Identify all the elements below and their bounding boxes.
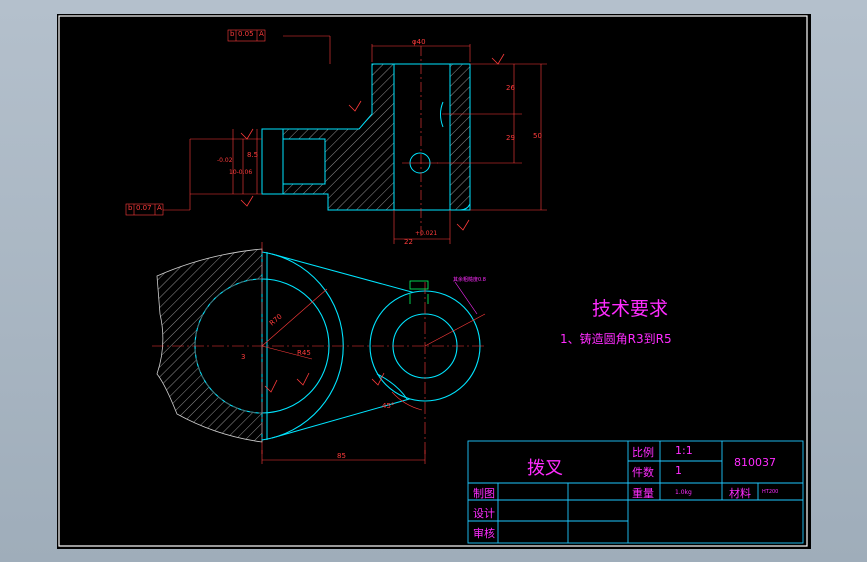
tolerance-top-symbol: b	[230, 30, 235, 38]
dim-right-1: 26	[506, 84, 515, 92]
tolerance-top-datum: A	[259, 30, 264, 38]
dim-plan-center: 3	[241, 353, 246, 361]
tolerance-left-value: 0.07	[136, 204, 152, 212]
count-label: 件数	[632, 466, 654, 479]
drawn-label: 制图	[473, 487, 495, 500]
material-value: HT200	[762, 489, 779, 495]
drawing-number: 810037	[734, 456, 776, 469]
dim-top-width: φ40	[412, 38, 426, 46]
weight-value: 1.0kg	[675, 489, 692, 496]
hatched-body-left	[282, 63, 395, 211]
design-label: 设计	[473, 507, 495, 520]
dim-left-3: 10-0.06	[229, 169, 253, 176]
dim-right-2: 29	[506, 134, 515, 142]
review-label: 审核	[473, 527, 495, 540]
roughness-note: 其余粗糙度0.8	[453, 277, 486, 283]
tolerance-left-datum: A	[157, 204, 162, 212]
tolerance-left-symbol: b	[128, 204, 133, 212]
dim-left-2: -0.02	[217, 157, 233, 164]
dim-bottom-width: 22	[404, 238, 413, 246]
drawing-sheet: φ40 26 29 50 22 +0.021 8.5 -0.02 10-0.06…	[57, 14, 811, 549]
material-label: 材料	[729, 487, 751, 500]
dim-bottom-tol: +0.021	[415, 230, 438, 237]
tolerance-top-value: 0.05	[238, 30, 254, 38]
weight-label: 重量	[632, 487, 654, 500]
plan-view	[152, 242, 487, 464]
dim-plan-inner: R45	[297, 349, 311, 357]
scale-label: 比例	[632, 446, 654, 459]
drawing-canvas	[58, 15, 808, 547]
scale-value: 1:1	[675, 444, 693, 457]
sheet-border	[58, 15, 808, 547]
tech-req-item-1: 1、铸造圆角R3到R5	[560, 332, 672, 346]
dim-plan-angle: 45°	[382, 402, 395, 410]
section-view	[125, 29, 547, 244]
dim-plan-length: 85	[337, 452, 346, 460]
hatched-body-right	[449, 63, 471, 211]
dim-right-3: 50	[533, 132, 542, 140]
part-name: 拨叉	[527, 458, 563, 479]
tech-req-heading: 技术要求	[592, 298, 669, 320]
dim-left-1: 8.5	[247, 151, 259, 159]
title-block	[467, 440, 804, 544]
count-value: 1	[675, 464, 682, 477]
